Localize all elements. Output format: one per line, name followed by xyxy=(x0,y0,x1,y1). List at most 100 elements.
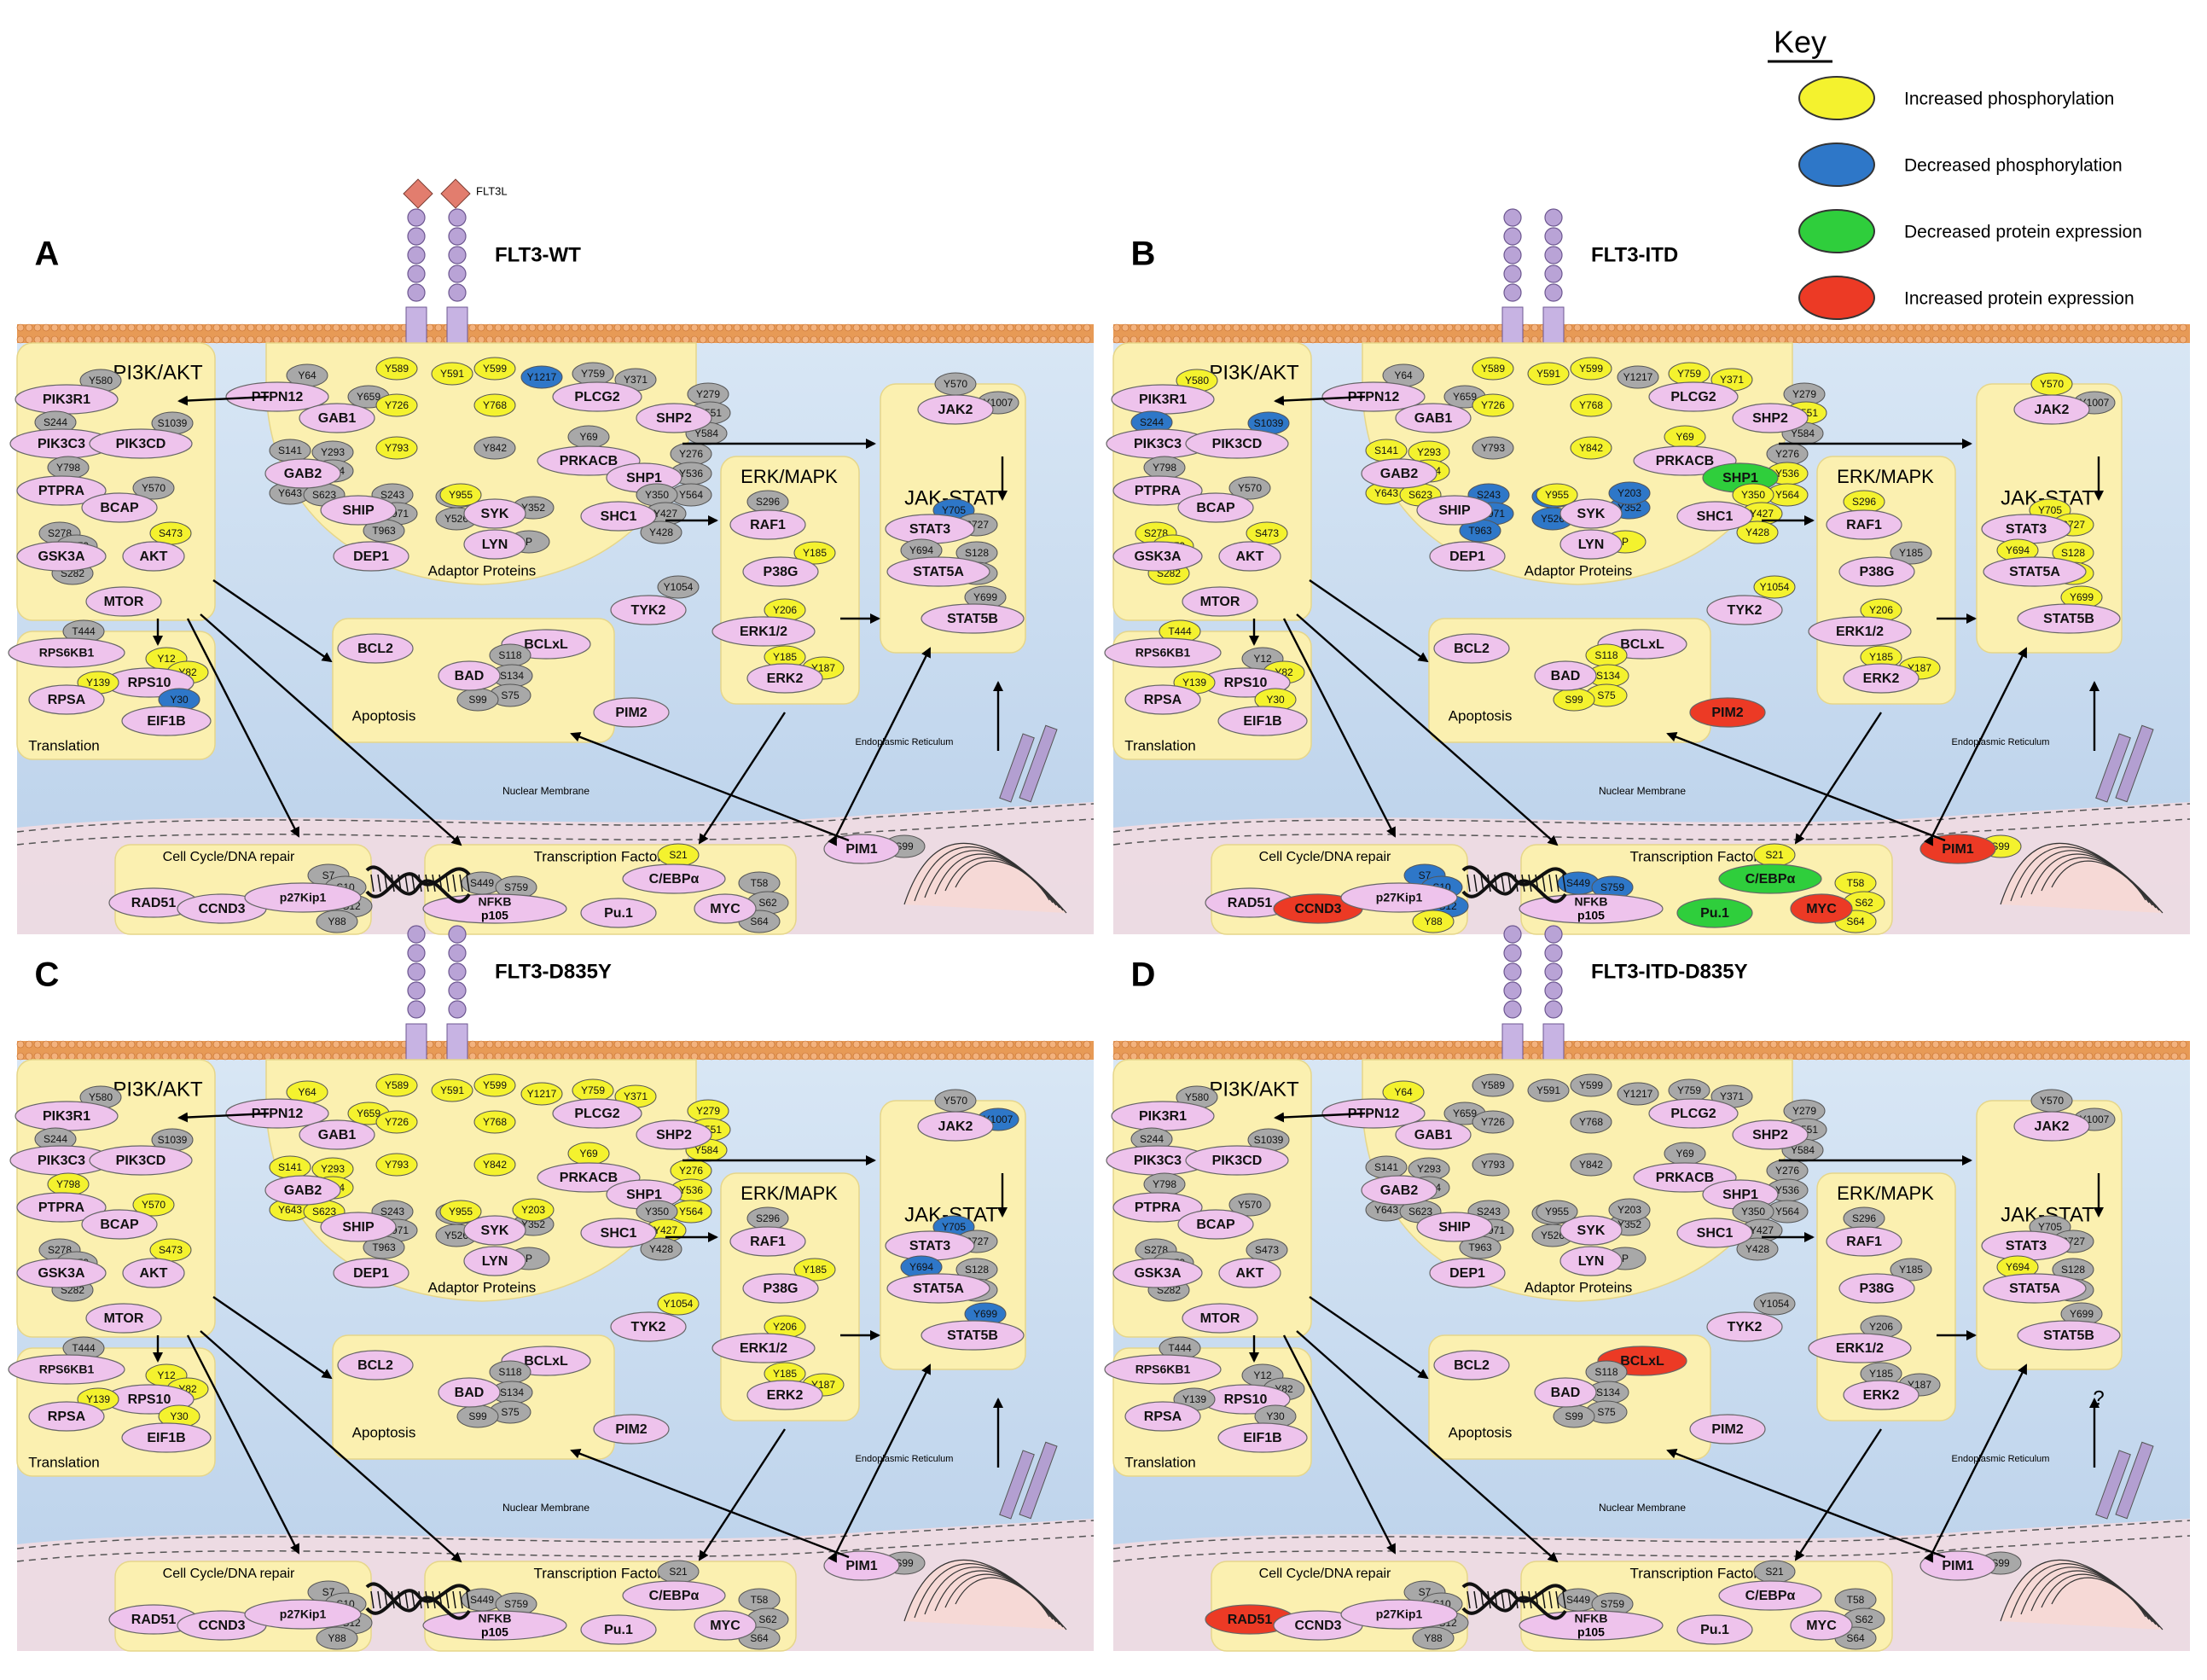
protein-rpsa xyxy=(28,1401,105,1432)
site-label: Y279 xyxy=(696,1105,720,1117)
protein-label: NFKB xyxy=(1575,1612,1608,1625)
site-label: Y793 xyxy=(1481,442,1505,454)
erk-mapk-label: ERK/MAPK xyxy=(741,466,838,487)
protein-label: PRKACB xyxy=(1656,454,1714,468)
site-label: Y570 xyxy=(1238,1199,1262,1211)
protein-cebp xyxy=(1718,1580,1822,1611)
protein-label: PTPRA xyxy=(38,1200,85,1215)
protein-group-dep1: DEP1 xyxy=(1429,1258,1506,1288)
site-label: Y580 xyxy=(89,375,113,387)
protein-label: DEP1 xyxy=(1449,1266,1485,1281)
site-label: S1039 xyxy=(1254,1134,1284,1146)
protein-label: PIM2 xyxy=(1711,706,1743,720)
site-label: Y1054 xyxy=(664,1298,694,1310)
cellcycle-label: Cell Cycle/DNA repair xyxy=(1259,850,1391,864)
protein-label: SHIP xyxy=(1438,503,1471,518)
protein-mtor xyxy=(85,1303,162,1334)
nuclear-membrane-line xyxy=(16,1520,1095,1549)
site-label: Y69 xyxy=(1676,1148,1694,1160)
protein-label: SHP1 xyxy=(626,471,662,485)
arrow-pi3k-cellcycle xyxy=(186,1334,300,1555)
site-label: Y279 xyxy=(1792,388,1816,400)
site-flt3-y955 xyxy=(439,1200,482,1224)
site-label: Y88 xyxy=(1424,916,1443,927)
site-label: Y352 xyxy=(1617,502,1641,514)
protein-label: NFKB xyxy=(1575,895,1608,909)
nuclear-membrane-line xyxy=(1112,803,2191,833)
site-label: Y599 xyxy=(1579,363,1603,375)
protein-label: MTOR xyxy=(104,595,144,609)
protein-rpsa xyxy=(28,684,105,715)
protein-bcap xyxy=(81,1209,158,1240)
protein-group-stat5a: Y694S128S780STAT5A xyxy=(886,538,998,587)
arrow-pim1-stat xyxy=(828,647,932,846)
site-label: S75 xyxy=(1597,1406,1616,1418)
site-label: Y798 xyxy=(56,1178,80,1190)
key-label-2: Decreased protein expression xyxy=(1904,223,2142,242)
site-label: Y584 xyxy=(694,1144,718,1156)
site-plcg2-y1217 xyxy=(520,1082,563,1106)
panel-letter-d: D xyxy=(1131,956,1156,994)
protein-stat5a xyxy=(886,1273,990,1304)
protein-label: BCL2 xyxy=(1454,1358,1490,1373)
protein-label: ERK1/2 xyxy=(740,625,787,639)
site-label: Y798 xyxy=(1153,1178,1176,1190)
site-label: Y352 xyxy=(1617,1218,1641,1230)
site-label: Y584 xyxy=(694,427,718,439)
site-label: Y570 xyxy=(2040,1095,2064,1107)
protein-label: BCL2 xyxy=(357,642,393,656)
protein-group-gsk3a: S278Y279S282GSK3A xyxy=(1112,1238,1203,1302)
dna-helix xyxy=(1461,865,1567,904)
protein-label: ERK2 xyxy=(767,671,804,686)
site-label: Y955 xyxy=(1545,1206,1569,1218)
protein-label: BCAP xyxy=(100,1218,139,1232)
protein-label: RPSA xyxy=(48,693,86,707)
site-label: S473 xyxy=(1255,527,1279,539)
protein-label: RPS6KB1 xyxy=(39,646,95,660)
protein-label: AKT xyxy=(1236,549,1264,564)
site-flt3-y726 xyxy=(375,1110,418,1134)
protein-group-gsk3a: S278Y279S282GSK3A xyxy=(16,521,107,585)
protein-plcg2 xyxy=(1648,381,1739,412)
site-label: S449 xyxy=(1566,1594,1590,1606)
protein-group-p27kip1: S7S10S12Y88p27Kip1 xyxy=(1340,1580,1469,1650)
receptor-domain xyxy=(407,208,426,227)
protein-label: GAB1 xyxy=(1414,411,1453,426)
site-label: S623 xyxy=(1408,489,1432,501)
protein-gsk3a xyxy=(1112,1258,1203,1288)
arrow-pi3k-tf xyxy=(1296,613,1559,846)
protein-bcl2 xyxy=(1433,633,1510,664)
translation-label: Translation xyxy=(1124,1454,1195,1470)
protein-label: PIM1 xyxy=(1942,842,1973,857)
site-label: S21 xyxy=(669,849,688,861)
site-label: Y371 xyxy=(1720,1090,1744,1102)
protein-pik3cd xyxy=(1185,1145,1289,1176)
site-bcap-y570 xyxy=(1228,1193,1271,1217)
arrow-adaptor-pi3k xyxy=(177,395,270,406)
protein-label: RPS6KB1 xyxy=(39,1363,95,1376)
site-label: Y570 xyxy=(944,1095,967,1107)
site-label: Y536 xyxy=(1775,468,1799,480)
protein-label: CCND3 xyxy=(198,1619,245,1633)
protein-label: GAB1 xyxy=(318,411,357,426)
protein-group-pim2: PIM2 xyxy=(1689,697,1766,728)
site-label: Y759 xyxy=(581,368,605,380)
site-label: Y584 xyxy=(1791,427,1815,439)
receptor-name: FLT3-ITD-D835Y xyxy=(1591,960,1748,983)
site-label: S128 xyxy=(2061,1264,2085,1276)
